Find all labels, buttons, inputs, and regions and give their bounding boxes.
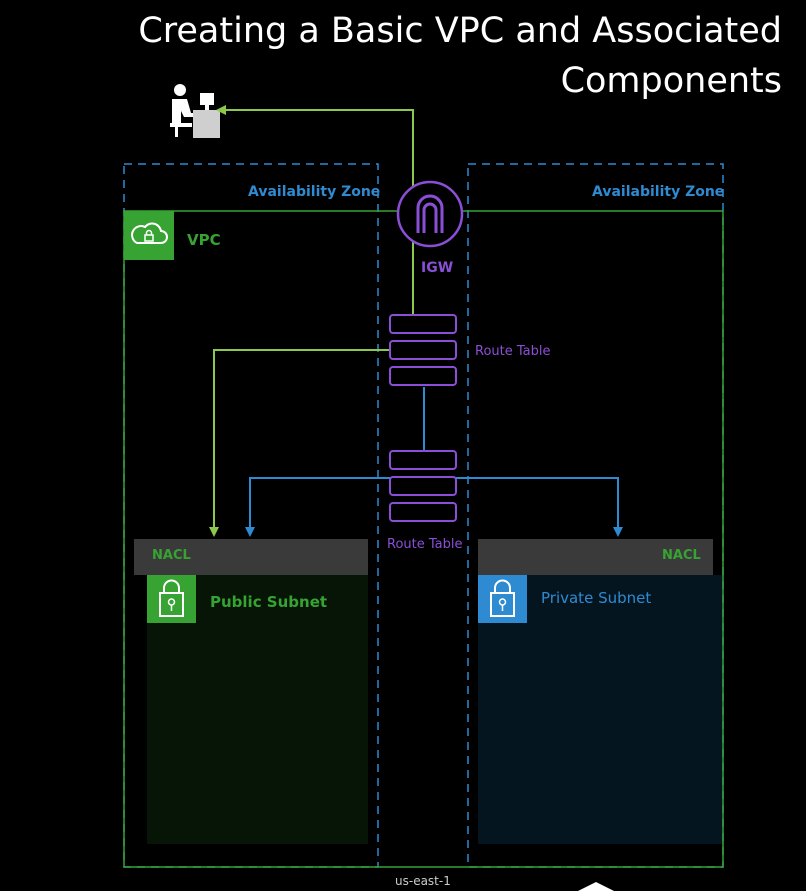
- public-subnet-label: Public Subnet: [210, 593, 328, 611]
- padlock-icon: [147, 575, 196, 623]
- private-route-arrow-left: [245, 477, 390, 537]
- nacl-right-label: NACL: [662, 548, 701, 563]
- nacl-bar-left: [134, 539, 368, 575]
- user-at-computer-icon: [170, 84, 220, 138]
- nacl-left-label: NACL: [152, 548, 191, 563]
- padlock-icon: [478, 575, 527, 623]
- route-table-public-icon: [389, 314, 457, 386]
- page-title: Creating a Basic VPC and Associated Comp…: [138, 11, 782, 101]
- route-table-private-icon: [389, 450, 457, 522]
- region-marker-icon: [578, 882, 614, 891]
- internet-arrow: [216, 105, 414, 315]
- private-subnet-label: Private Subnet: [541, 589, 652, 607]
- region-label: us-east-1: [395, 874, 451, 888]
- private-route-arrow-right: [456, 477, 623, 537]
- nacl-bar-right: [478, 539, 713, 575]
- route-table-private-label: Route Table: [387, 537, 463, 552]
- availability-zone-left-label: Availability Zone: [248, 184, 381, 200]
- vpc-label: VPC: [187, 231, 221, 249]
- availability-zone-right-label: Availability Zone: [592, 184, 725, 200]
- internet-gateway-icon: [396, 180, 464, 248]
- vpc-cloud-lock-icon: [124, 211, 174, 260]
- public-route-arrow: [209, 349, 390, 537]
- route-table-public-label: Route Table: [475, 344, 551, 359]
- igw-label: IGW: [421, 260, 454, 276]
